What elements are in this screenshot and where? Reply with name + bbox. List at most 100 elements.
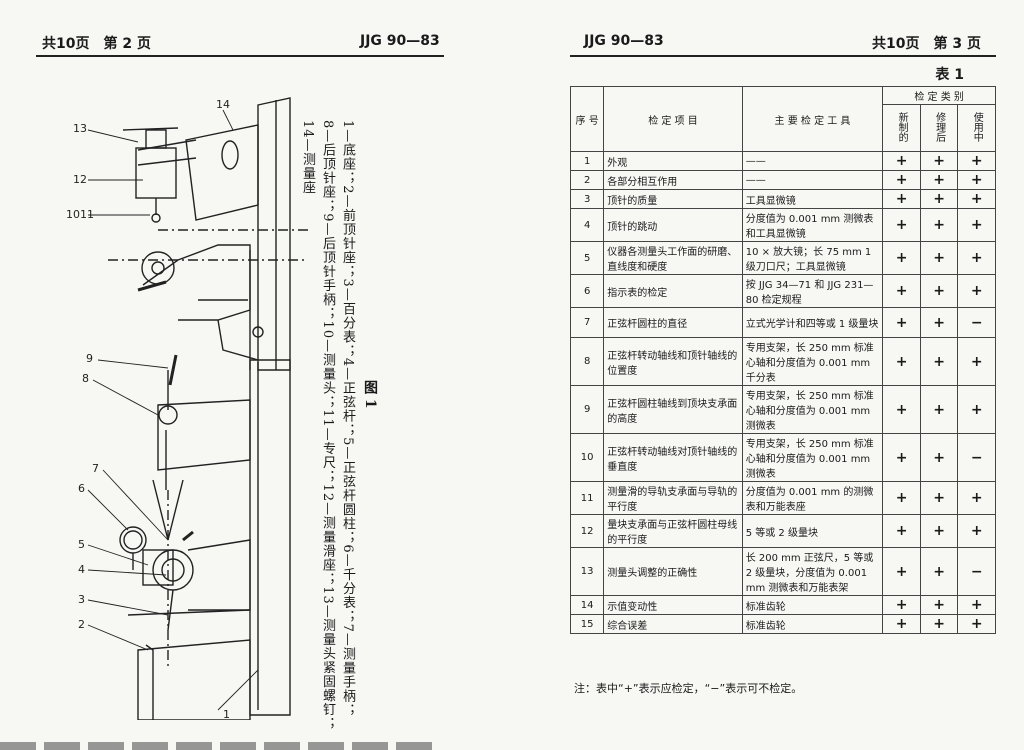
row-mark-repaired: + bbox=[919, 170, 959, 190]
row-tool: 分度值为 0.001 mm 的测微表和万能表座 bbox=[741, 481, 884, 515]
row-number: 9 bbox=[569, 385, 605, 434]
row-mark-new: + bbox=[882, 208, 921, 242]
row-number: 1 bbox=[569, 151, 605, 171]
table-note: 注：表中“+”表示应检定，“−”表示可不检定。 bbox=[574, 682, 803, 695]
row-mark-in-use: + bbox=[957, 614, 996, 634]
callout-numbers: 13 12 10 11 14 9 8 7 6 5 4 3 2 1 bbox=[66, 98, 230, 720]
row-mark-in-use: + bbox=[957, 208, 996, 242]
row-tool: —— bbox=[741, 170, 884, 190]
row-item: 顶针的质量 bbox=[603, 189, 743, 209]
row-tool: 10 × 放大镜；长 75 mm 1 级刀口尺；工具显微镜 bbox=[741, 241, 884, 275]
row-mark-new: + bbox=[882, 307, 921, 338]
row-number: 15 bbox=[569, 614, 605, 634]
row-number: 10 bbox=[569, 433, 605, 482]
callout-4: 4 bbox=[78, 563, 85, 576]
row-tool: 分度值为 0.001 mm 测微表和工具显微镜 bbox=[741, 208, 884, 242]
row-item: 示值变动性 bbox=[603, 595, 743, 615]
caption-line-3: 14—测量座 bbox=[300, 120, 315, 195]
row-tool: 专用支架，长 250 mm 标准心轴和分度值为 0.001 mm 测微表 bbox=[741, 433, 884, 482]
col-header-tool: 主 要 检 定 工 具 bbox=[741, 86, 884, 152]
row-number: 2 bbox=[569, 170, 605, 190]
row-mark-in-use: − bbox=[957, 433, 996, 482]
row-tool: 标准齿轮 bbox=[741, 595, 884, 615]
callout-11: 11 bbox=[80, 208, 94, 221]
header-rule-left bbox=[36, 55, 444, 57]
row-number: 8 bbox=[569, 337, 605, 386]
col-header-in-use: 使用中 bbox=[957, 104, 996, 152]
row-number: 12 bbox=[569, 514, 605, 548]
row-item: 测量滑的导轨支承面与导轨的平行度 bbox=[603, 481, 743, 515]
row-mark-in-use: + bbox=[957, 481, 996, 515]
row-item: 各部分相互作用 bbox=[603, 170, 743, 190]
row-item: 综合误差 bbox=[603, 614, 743, 634]
caption-line-2: 8—后顶针座；9—后顶针手柄；10—测量头；11—专尺；12—测量滑座；13—测… bbox=[320, 120, 335, 731]
callout-13: 13 bbox=[73, 122, 87, 135]
row-item: 正弦杆转动轴线和顶针轴线的位置度 bbox=[603, 337, 743, 386]
row-tool: 5 等或 2 级量块 bbox=[741, 514, 884, 548]
row-tool: 长 200 mm 正弦尺，5 等或 2 级量块，分度值为 0.001 mm 测微… bbox=[741, 547, 884, 596]
row-item: 测量头调整的正确性 bbox=[603, 547, 743, 596]
row-item: 正弦杆圆柱轴线到顶块支承面的高度 bbox=[603, 385, 743, 434]
row-mark-new: + bbox=[882, 481, 921, 515]
table-title: 表 1 bbox=[935, 67, 964, 83]
page-number-right: 共10页 第 3 页 bbox=[872, 36, 981, 52]
callout-7: 7 bbox=[92, 462, 99, 475]
table-subheader-row: 新制的 修理后 使用中 bbox=[571, 104, 996, 152]
row-mark-new: + bbox=[882, 170, 921, 190]
callout-14: 14 bbox=[216, 98, 230, 111]
row-mark-repaired: + bbox=[919, 481, 959, 515]
row-number: 14 bbox=[569, 595, 605, 615]
row-number: 6 bbox=[569, 274, 605, 308]
row-tool: 立式光学计和四等或 1 级量块 bbox=[741, 307, 884, 338]
row-mark-new: + bbox=[882, 547, 921, 596]
row-item: 仪器各测量头工作面的研磨、直线度和硬度 bbox=[603, 241, 743, 275]
row-mark-repaired: + bbox=[919, 307, 959, 338]
row-mark-in-use: + bbox=[957, 514, 996, 548]
leader-lines bbox=[87, 109, 259, 711]
row-number: 5 bbox=[569, 241, 605, 275]
row-mark-new: + bbox=[882, 151, 921, 171]
instrument-drawing: 13 12 10 11 14 9 8 7 6 5 4 3 2 1 bbox=[66, 97, 308, 720]
front-view bbox=[119, 354, 291, 720]
row-mark-in-use: + bbox=[957, 151, 996, 171]
row-mark-in-use: + bbox=[957, 170, 996, 190]
row-mark-repaired: + bbox=[919, 274, 959, 308]
row-mark-in-use: − bbox=[957, 547, 996, 596]
col-header-category: 检 定 类 别 bbox=[882, 86, 996, 105]
row-item: 正弦杆圆柱的直径 bbox=[603, 307, 743, 338]
row-mark-new: + bbox=[882, 337, 921, 386]
row-mark-repaired: + bbox=[919, 241, 959, 275]
row-mark-repaired: + bbox=[919, 385, 959, 434]
callout-10: 10 bbox=[66, 208, 80, 221]
row-number: 3 bbox=[569, 189, 605, 209]
scan-edge-left bbox=[0, 742, 440, 750]
row-mark-in-use: + bbox=[957, 189, 996, 209]
row-tool: 按 JJG 34—71 和 JJG 231—80 检定规程 bbox=[741, 274, 884, 308]
row-number: 13 bbox=[569, 547, 605, 596]
row-mark-in-use: + bbox=[957, 595, 996, 615]
row-item: 外观 bbox=[603, 151, 743, 171]
standard-code-left: JJG 90—83 bbox=[360, 33, 440, 49]
callout-9: 9 bbox=[86, 352, 93, 365]
caption-line-1: 1—底座；2—前顶针座；3—百分表；4—正弦杆；5—正弦杆圆柱；6—千分表；7—… bbox=[340, 120, 355, 717]
top-view bbox=[108, 97, 308, 371]
row-mark-repaired: + bbox=[919, 189, 959, 209]
row-item: 指示表的检定 bbox=[603, 274, 743, 308]
row-tool: 工具显微镜 bbox=[741, 189, 884, 209]
row-tool: 标准齿轮 bbox=[741, 614, 884, 634]
row-mark-in-use: + bbox=[957, 385, 996, 434]
row-mark-new: + bbox=[882, 514, 921, 548]
row-mark-repaired: + bbox=[919, 208, 959, 242]
